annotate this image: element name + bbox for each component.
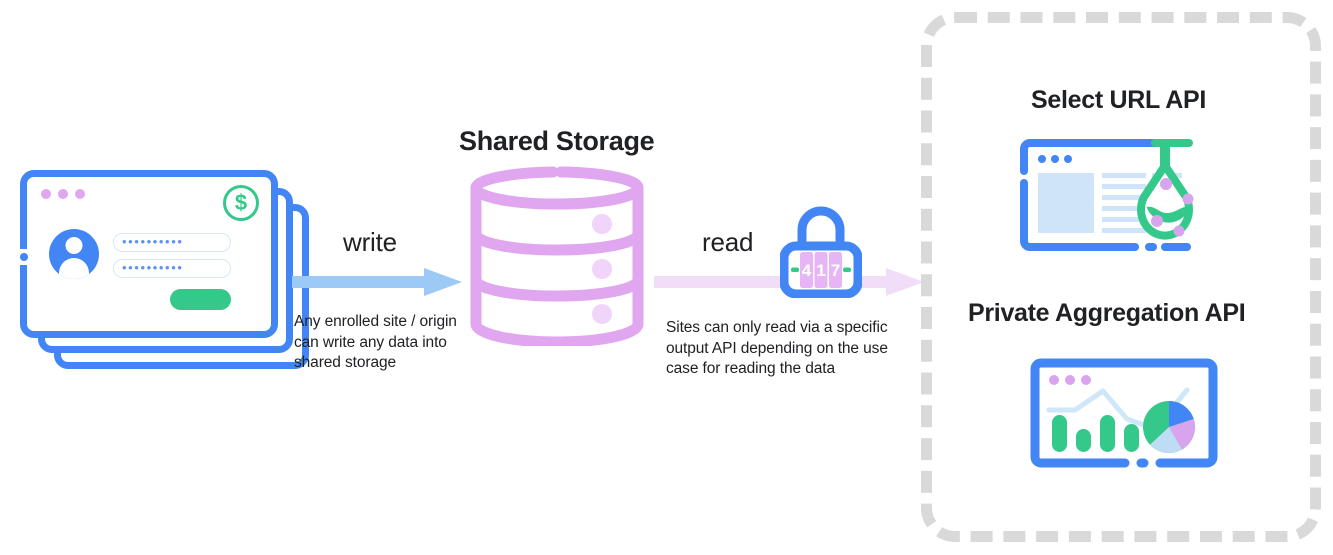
combination-padlock-icon: 4 1 7 <box>780 206 862 298</box>
read-caption: Sites can only read via a specific outpu… <box>666 319 888 377</box>
lock-digit-wheels: 4 1 7 <box>791 252 851 288</box>
dollar-glyph: $ <box>234 190 248 215</box>
traffic-dot <box>75 189 85 199</box>
window-edge-dot <box>20 253 28 261</box>
dollar-coin-icon: $ <box>223 185 259 221</box>
user-avatar-icon <box>49 229 99 279</box>
shared-storage-title: Shared Storage <box>459 126 655 156</box>
select-url-api-title: Select URL API <box>1031 86 1207 114</box>
traffic-dot <box>58 189 68 199</box>
window-traffic-dots <box>41 189 85 199</box>
submit-button[interactable] <box>170 289 231 310</box>
site-window-front: $ •••••••••• •••••••••• <box>17 170 278 338</box>
output-apis-panel <box>921 12 1321 542</box>
traffic-dot <box>41 189 51 199</box>
password-field[interactable]: •••••••••• <box>113 259 231 278</box>
browser-flask-icon <box>1020 139 1194 251</box>
username-field[interactable]: •••••••••• <box>113 233 231 252</box>
browser-analytics-icon <box>1030 358 1218 468</box>
avatar-body <box>59 258 89 279</box>
svg-text:7: 7 <box>831 261 840 280</box>
write-arrow-icon <box>292 268 462 296</box>
svg-text:4: 4 <box>802 261 812 280</box>
write-caption: Any enrolled site / origin can write any… <box>294 313 457 371</box>
write-label: write <box>343 227 397 257</box>
svg-text:1: 1 <box>816 261 825 280</box>
read-label: read <box>702 227 754 257</box>
enrolled-site-windows: $ •••••••••• •••••••••• <box>14 168 314 369</box>
private-aggregation-api-title: Private Aggregation API <box>968 299 1246 327</box>
avatar-head <box>65 237 83 254</box>
database-cylinder-icon <box>470 166 644 346</box>
